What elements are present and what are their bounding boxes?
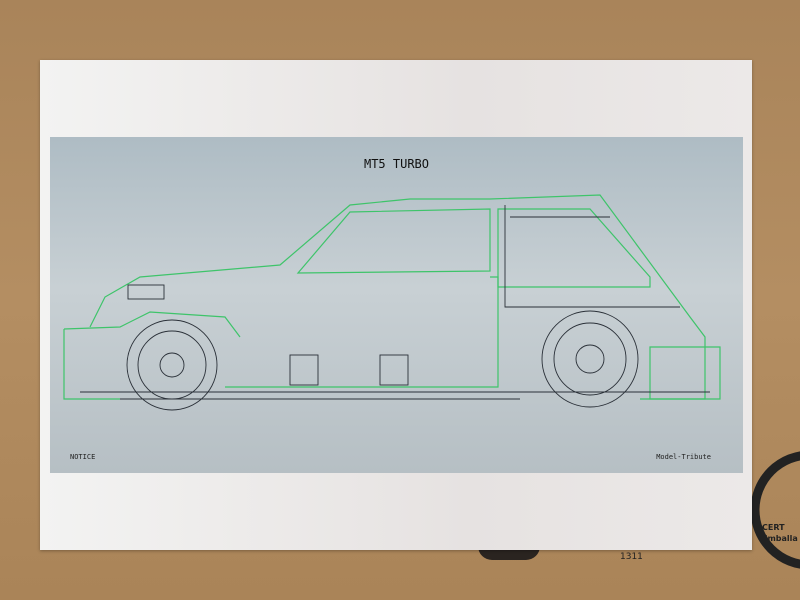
stamp-line-1: CERT <box>762 523 785 532</box>
blueprint-panel: MT5 TURBO NOTICE Model-Tribute <box>50 137 743 473</box>
stamp-line-2: Emballa <box>762 534 798 543</box>
certification-stamp <box>750 451 800 569</box>
printed-sheet: MT5 TURBO NOTICE Model-Tribute <box>40 60 752 550</box>
stamp-text: CERT Emballa <box>762 522 798 544</box>
car-wireframe <box>63 194 721 411</box>
box-code: 1311 <box>620 552 643 562</box>
blueprint-title: MT5 TURBO <box>363 157 430 171</box>
footer-notice: NOTICE <box>70 453 96 461</box>
footer-model: Model-Tribute <box>656 453 711 461</box>
